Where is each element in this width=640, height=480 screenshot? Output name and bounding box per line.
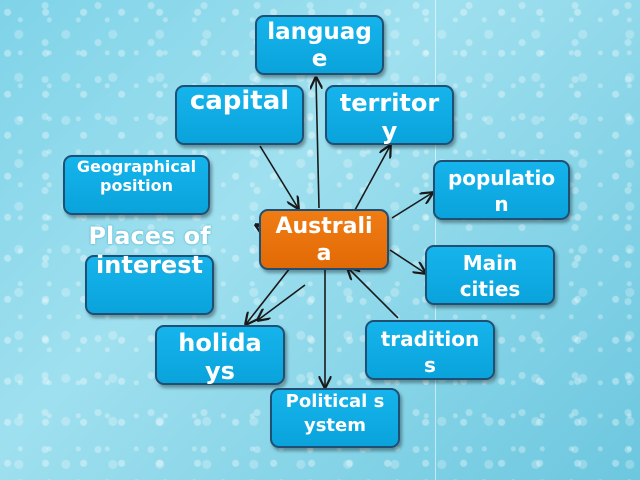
node-main-cities[interactable]: Main cities xyxy=(425,245,555,305)
node-traditions-label: traditions xyxy=(380,327,480,377)
node-capital[interactable]: capital xyxy=(175,85,304,145)
node-australia-label: Australia xyxy=(275,214,373,266)
arrow-to-holidays xyxy=(246,267,291,324)
node-population-label: population xyxy=(447,166,556,216)
node-population[interactable]: population xyxy=(433,160,570,220)
node-holidays[interactable]: holidays xyxy=(155,325,285,385)
arrow-to-main-cities xyxy=(389,249,425,273)
node-geographical-position[interactable]: Geographical position xyxy=(63,155,210,215)
arrow-from-traditions xyxy=(348,268,399,319)
arrow-from-capital xyxy=(259,145,298,208)
node-language[interactable]: language xyxy=(255,15,384,75)
arrow-from-places xyxy=(258,284,306,320)
node-political-system[interactable]: Political system xyxy=(270,388,400,448)
node-main-cities-label: Main cities xyxy=(459,251,521,301)
node-traditions[interactable]: traditions xyxy=(365,320,495,380)
node-political-system-label: Political system xyxy=(285,391,385,436)
node-australia[interactable]: Australia xyxy=(259,209,389,270)
node-holidays-label: holidays xyxy=(178,329,262,385)
arrow-to-language xyxy=(316,78,319,209)
node-territory-label: territory xyxy=(339,89,440,145)
node-places-of-interest-label: Places of interest xyxy=(88,222,211,279)
node-language-label: language xyxy=(267,19,372,72)
node-territory[interactable]: territory xyxy=(325,85,454,145)
node-geographical-position-label: Geographical position xyxy=(76,157,197,195)
arrow-to-population xyxy=(391,193,432,219)
arrow-to-territory xyxy=(354,146,390,211)
node-places-of-interest[interactable] xyxy=(85,255,214,315)
background-stripe xyxy=(435,0,436,480)
node-capital-label: capital xyxy=(189,86,290,116)
